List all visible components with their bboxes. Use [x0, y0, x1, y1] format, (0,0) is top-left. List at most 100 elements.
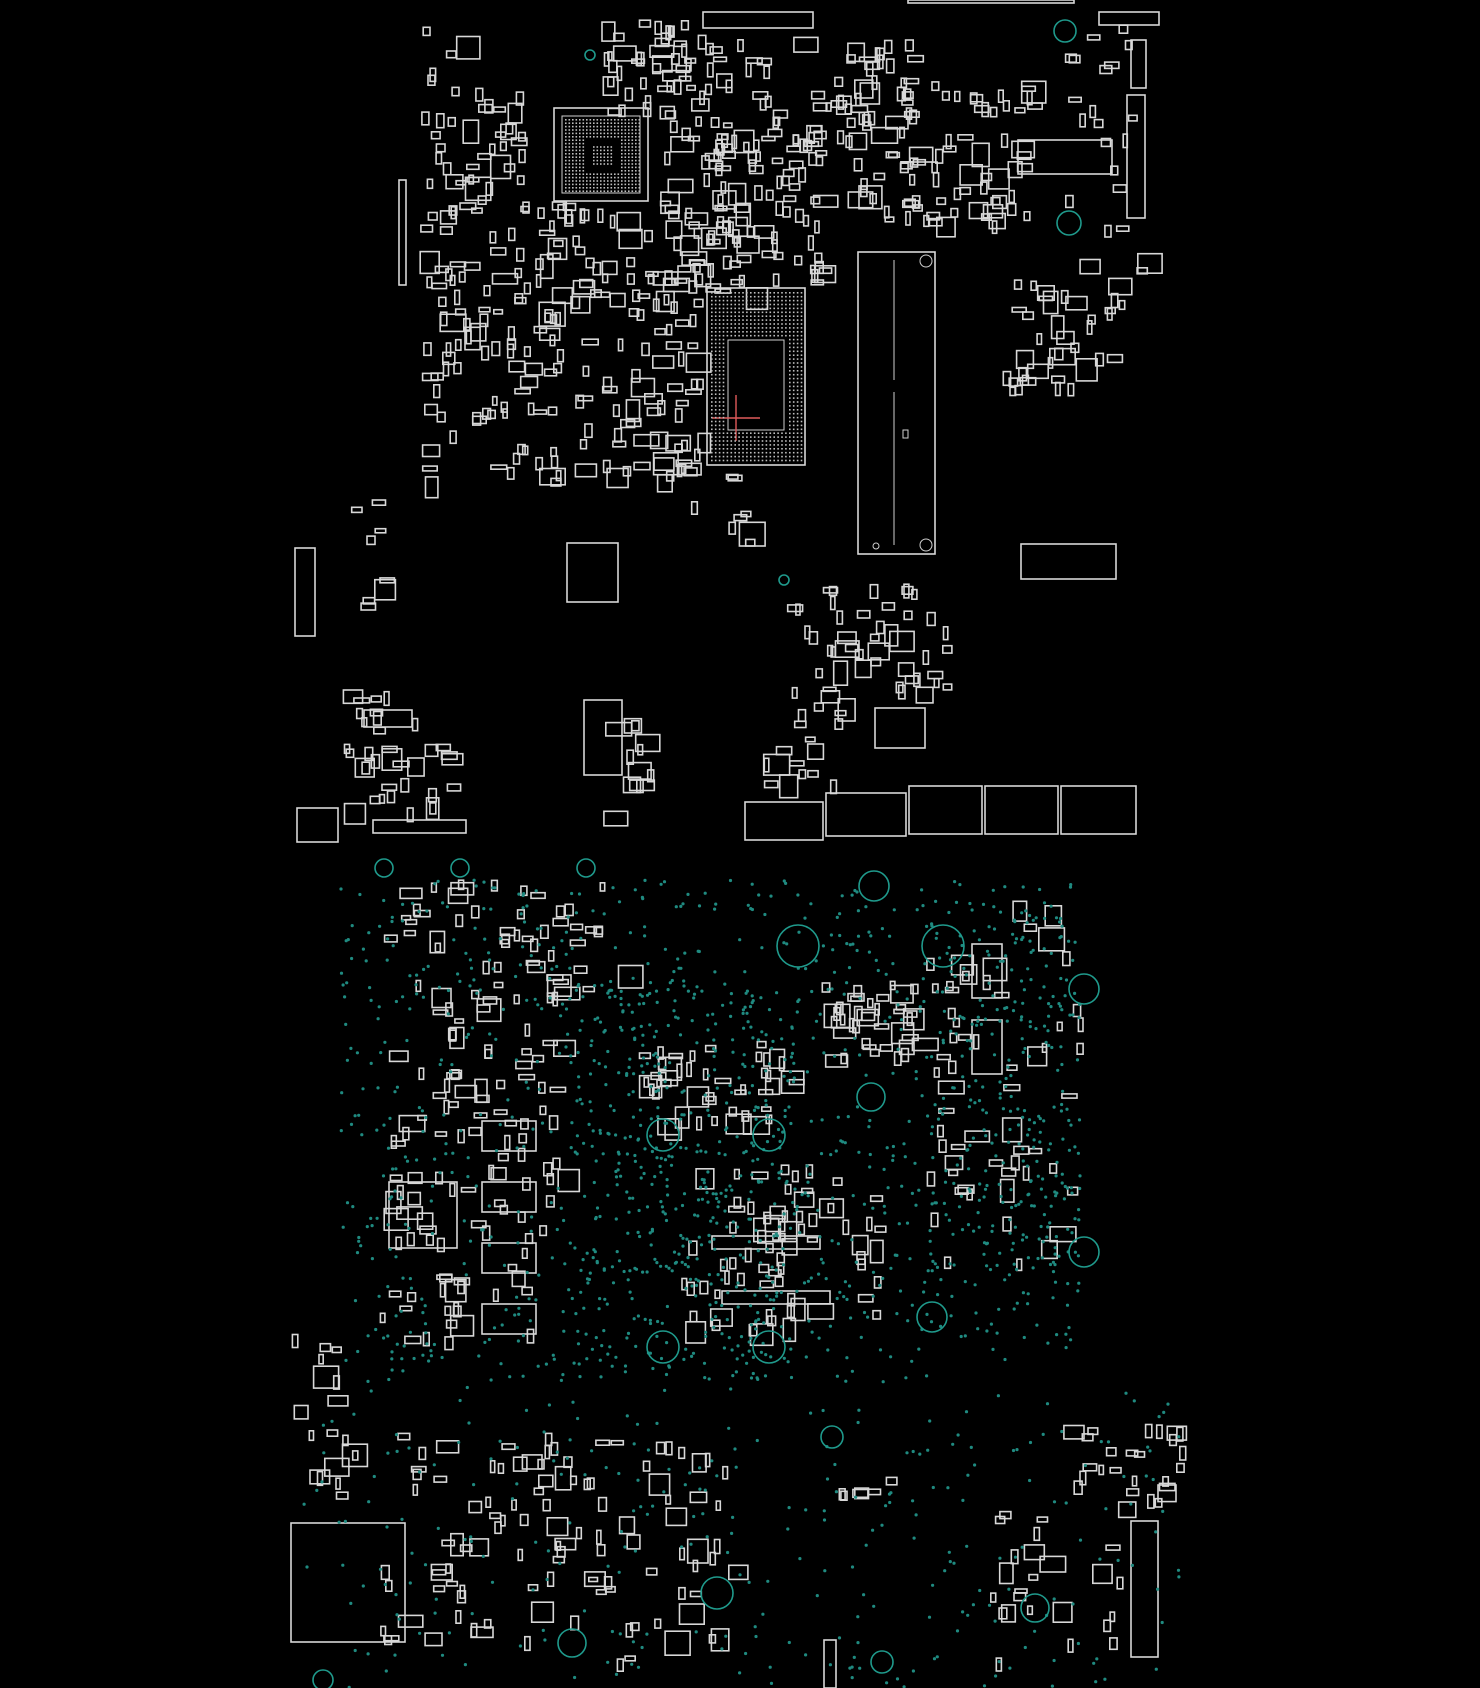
smd-component — [804, 736, 816, 743]
connector-bottom-mid[interactable] — [823, 1639, 837, 1688]
via — [700, 989, 704, 993]
via — [1059, 1109, 1063, 1113]
bga-ball — [572, 119, 574, 121]
chip-right-b[interactable] — [971, 1019, 1003, 1075]
via — [956, 1433, 960, 1437]
port-5[interactable] — [1060, 785, 1137, 835]
via — [777, 1171, 781, 1175]
via — [1067, 1148, 1071, 1152]
via — [1008, 1109, 1013, 1113]
smd-component — [413, 909, 431, 918]
connector-left-vertical[interactable] — [294, 547, 316, 637]
smd-component — [397, 1614, 424, 1628]
bga-ball — [722, 412, 725, 415]
via — [360, 1133, 364, 1137]
bga-ball — [750, 303, 752, 306]
bga-ball — [796, 331, 799, 333]
connector-center-b[interactable] — [721, 1290, 831, 1305]
smd-component — [897, 662, 915, 678]
connector-left-bottom[interactable] — [372, 819, 467, 834]
cpu-socket[interactable] — [706, 287, 806, 466]
via — [764, 1103, 768, 1107]
bga-ball — [722, 350, 725, 353]
bga-ball — [730, 444, 733, 446]
smd-component — [1079, 113, 1086, 128]
connector-right-small[interactable] — [1130, 39, 1147, 89]
via — [1011, 1448, 1016, 1453]
bga-ball — [565, 125, 567, 128]
via — [722, 1346, 727, 1350]
bga-ball — [635, 183, 637, 186]
via — [618, 1025, 623, 1029]
bga-ball — [718, 444, 721, 446]
chip-large-bottom-left[interactable] — [290, 1522, 406, 1643]
chip-square-lower[interactable] — [874, 707, 926, 749]
port-3[interactable] — [908, 785, 983, 835]
via — [1006, 1065, 1010, 1069]
smd-component — [399, 887, 423, 900]
chip-square-bottom[interactable] — [388, 1181, 458, 1249]
connector-mid-vertical[interactable] — [583, 699, 623, 776]
bga-ball — [610, 156, 613, 158]
smd-component — [506, 466, 515, 480]
via — [815, 1594, 819, 1598]
port-4[interactable] — [984, 785, 1059, 835]
via — [350, 924, 354, 928]
connector-top-strip[interactable] — [702, 11, 814, 29]
port-1[interactable] — [744, 801, 824, 841]
via — [1077, 1281, 1081, 1285]
smd-component — [499, 1514, 506, 1527]
via — [905, 997, 909, 1001]
smd-component — [457, 1280, 465, 1295]
chip-square-mid[interactable] — [566, 542, 619, 603]
via — [1052, 1500, 1057, 1504]
memory-chip-3[interactable] — [481, 1242, 537, 1274]
bga-ball — [796, 342, 799, 345]
smd-component — [389, 1174, 403, 1182]
via — [920, 888, 924, 892]
via — [931, 1259, 935, 1263]
chip-left-top[interactable] — [363, 709, 413, 728]
via — [1020, 1545, 1024, 1549]
smd-component — [908, 173, 916, 186]
bga-ball — [750, 436, 752, 438]
smd-component — [874, 1225, 887, 1233]
connector-mid-right[interactable] — [1020, 543, 1117, 580]
connector-left-ribbon[interactable] — [398, 179, 407, 286]
bga-ball — [761, 432, 764, 434]
smd-component — [740, 510, 752, 518]
smd-component — [584, 925, 598, 934]
mounting-hole — [1053, 19, 1077, 43]
via — [353, 1648, 357, 1653]
smd-component — [445, 50, 457, 59]
smd-component — [613, 32, 625, 42]
connector-left-square[interactable] — [296, 807, 339, 843]
via — [931, 1583, 935, 1587]
smd-component — [806, 743, 825, 760]
via — [930, 1202, 934, 1206]
via — [1015, 1448, 1019, 1452]
memory-chip-2[interactable] — [481, 1181, 537, 1213]
via — [480, 1228, 484, 1232]
connector-bottom-right[interactable] — [1130, 1520, 1159, 1658]
connector-top-right[interactable] — [1098, 11, 1160, 26]
bga-ball — [635, 122, 637, 124]
bga-ball — [726, 299, 729, 302]
connector-top-edge[interactable] — [907, 0, 1075, 4]
via — [726, 1550, 730, 1555]
smd-component — [745, 57, 763, 65]
via — [824, 1277, 828, 1281]
chip-right-a[interactable] — [971, 943, 1003, 999]
port-2[interactable] — [825, 792, 907, 837]
smd-component — [546, 974, 572, 998]
via — [763, 1374, 768, 1378]
bga-ball — [589, 125, 592, 128]
smd-component — [937, 1080, 965, 1095]
via — [968, 901, 972, 906]
memory-slot[interactable] — [857, 251, 936, 555]
mounting-hole — [450, 858, 470, 878]
smd-component — [704, 83, 713, 96]
connector-right-vertical[interactable] — [1126, 94, 1146, 219]
memory-chip-4[interactable] — [481, 1303, 537, 1335]
